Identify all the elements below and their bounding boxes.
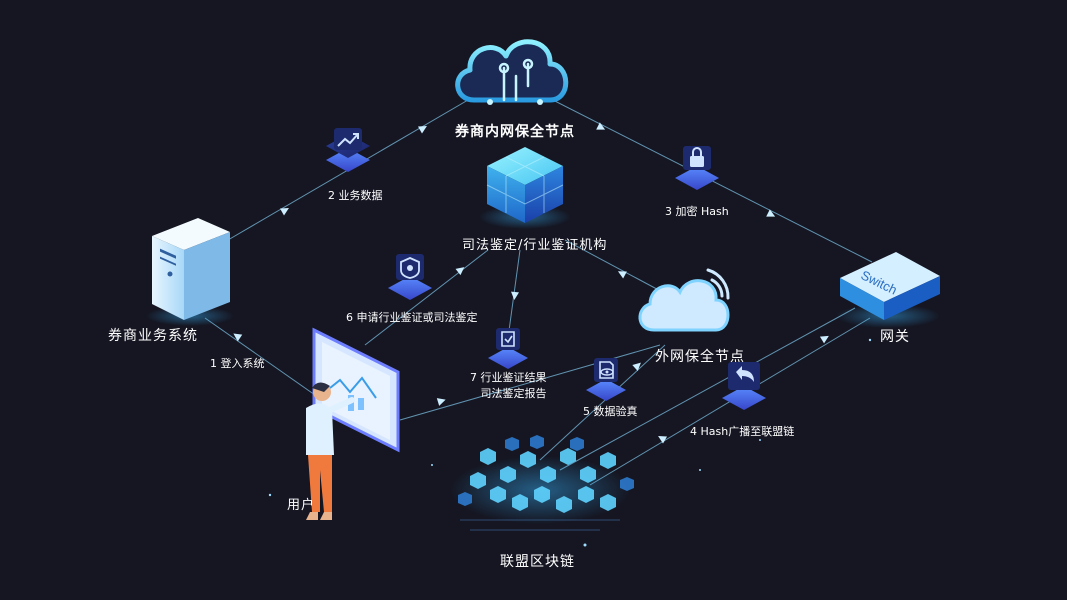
label-user: 用户 — [287, 498, 316, 513]
arrow-marker — [418, 126, 427, 134]
label-step5: 5 数据验真 — [583, 405, 638, 418]
arrow-marker — [436, 398, 446, 406]
label-step6: 6 申请行业鉴证或司法鉴定 — [346, 311, 478, 324]
cloud-circuit-icon — [455, 39, 569, 105]
line-user-to-judicial — [364, 249, 489, 346]
arrow-marker — [766, 209, 776, 217]
label-step2: 2 业务数据 — [328, 189, 383, 202]
arrow-marker — [596, 122, 606, 130]
line-chain-to-external — [539, 344, 666, 461]
label-external-node: 外网保全节点 — [655, 349, 745, 365]
label-step7-line2: 司法鉴定报告 — [480, 387, 547, 400]
eye-document-icon — [586, 358, 626, 401]
arrow-marker — [658, 436, 667, 444]
label-broker-intranet-node: 券商内网保全节点 — [455, 124, 575, 140]
line-business-system-to-user — [204, 317, 316, 396]
label-gateway: 网关 — [880, 329, 910, 345]
direction-arrows — [233, 122, 829, 444]
arrow-marker — [233, 333, 243, 342]
arrow-marker — [617, 271, 627, 279]
check-document-icon — [488, 328, 528, 369]
server-icon — [146, 218, 234, 326]
cloud-wifi-icon — [638, 268, 730, 332]
arrow-marker — [455, 267, 465, 276]
sparkle-dots — [268, 338, 872, 547]
arrow-marker — [280, 208, 289, 216]
line-user-to-external — [399, 344, 661, 421]
label-broker-business-system: 券商业务系统 — [108, 328, 198, 344]
label-step3: 3 加密 Hash — [665, 205, 729, 218]
trend-up-icon — [326, 128, 370, 172]
blockchain-cubes-icon — [450, 435, 634, 531]
label-judicial-institution: 司法鉴定/行业鉴证机构 — [462, 238, 608, 253]
label-consortium-chain: 联盟区块链 — [500, 554, 575, 570]
certificate-badge-icon — [388, 254, 432, 300]
label-step7: 7 行业鉴证结果 司法鉴定报告 — [470, 370, 547, 402]
switch-icon: Switch — [836, 252, 940, 328]
arrow-marker — [632, 362, 641, 371]
label-step7-line1: 7 行业鉴证结果 — [470, 371, 547, 384]
arrow-marker — [511, 291, 519, 300]
cube-stack-icon — [479, 147, 571, 229]
lock-icon — [675, 146, 719, 190]
line-chain-to-gateway-2 — [559, 307, 856, 471]
user-at-screen-icon — [306, 327, 400, 520]
return-arrow-icon — [722, 362, 766, 410]
line-judicial-to-external — [564, 239, 669, 296]
label-step1: 1 登入系统 — [210, 357, 265, 370]
arrow-marker — [819, 335, 829, 344]
label-step4: 4 Hash广播至联盟链 — [690, 425, 795, 438]
